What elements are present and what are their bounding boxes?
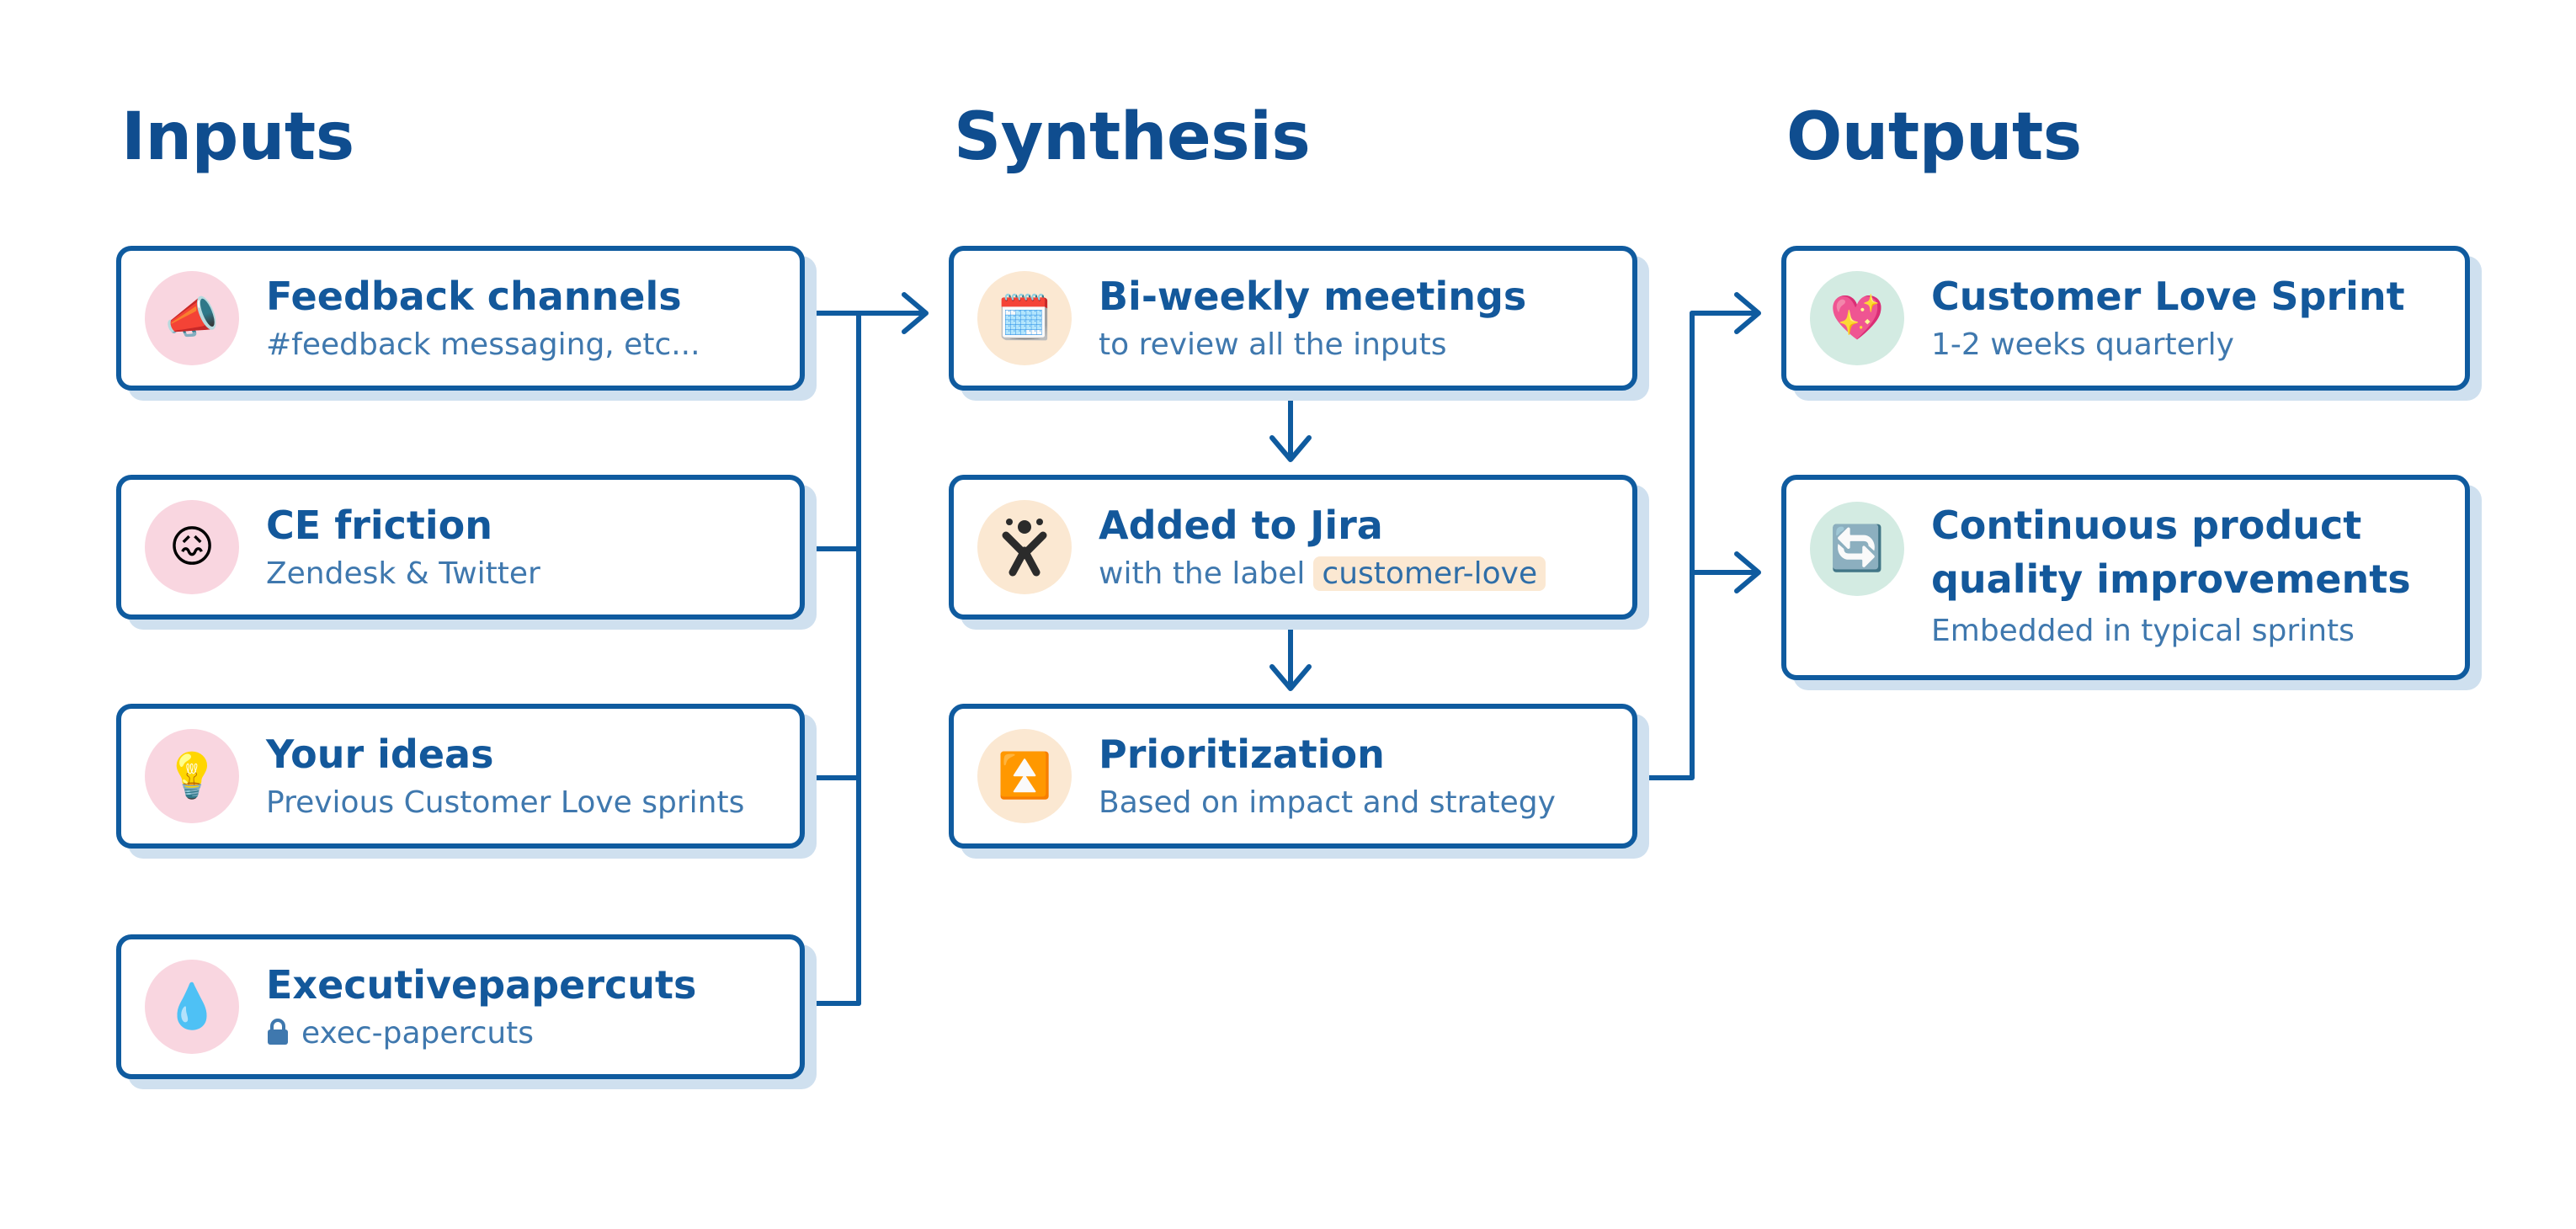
inputs-heading: Inputs (121, 99, 354, 175)
sparkling-heart-icon: 💖 (1810, 271, 1904, 365)
card-subtitle: exec-papercuts (266, 1012, 780, 1056)
connector-prioritization-out (1632, 311, 1695, 780)
card-ce-friction: 😖 CE friction Zendesk & Twitter (116, 475, 805, 620)
arrowhead-jira (1269, 435, 1312, 462)
lightbulb-icon: 💡 (145, 729, 239, 823)
card-bi-weekly-meetings: 🗓️ Bi-weekly meetings to review all the … (949, 246, 1637, 391)
card-subtitle: to review all the inputs (1099, 327, 1447, 362)
arrowhead-bi-weekly (902, 292, 929, 334)
label-prefix: with the label (1099, 556, 1306, 591)
arrowhead-customer-love-sprint (1734, 292, 1761, 334)
card-title: CE friction (266, 503, 493, 548)
spiral-notepad-icon: 🗓️ (977, 271, 1072, 365)
card-title: Customer Love Sprint (1931, 274, 2405, 319)
card-subtitle: Zendesk & Twitter (266, 556, 540, 591)
card-your-ideas: 💡 Your ideas Previous Customer Love spri… (116, 704, 805, 849)
arrowhead-continuous-improvements (1734, 551, 1761, 593)
card-title: Added to Jira (1099, 503, 1383, 548)
card-executive-papercuts: 💧 Executivepapercuts exec-papercuts (116, 934, 805, 1079)
card-subtitle: Embedded in typical sprints (1931, 614, 2355, 648)
jira-label-tag: customer-love (1313, 556, 1546, 591)
jira-figure-glyph (1002, 519, 1047, 577)
card-subtitle: Previous Customer Love sprints (266, 785, 745, 820)
refresh-arrows-icon: 🔄 (1810, 502, 1904, 596)
card-title: Your ideas (266, 732, 494, 777)
card-title: Bi-weekly meetings (1099, 274, 1527, 319)
megaphone-icon: 📣 (145, 271, 239, 365)
double-up-arrow-icon: ⏫ (977, 729, 1072, 823)
outputs-heading: Outputs (1786, 99, 2082, 175)
card-title: Continuous product quality improvements (1931, 503, 2411, 602)
card-subtitle: #feedback messaging, etc... (266, 327, 700, 362)
card-continuous-improvements: 🔄 Continuous product quality improvement… (1781, 475, 2470, 680)
card-customer-love-sprint: 💖 Customer Love Sprint 1-2 weeks quarter… (1781, 246, 2470, 391)
card-title: Executivepapercuts (266, 962, 697, 1008)
card-subtitle: Based on impact and strategy (1099, 785, 1556, 820)
synthesis-heading: Synthesis (954, 99, 1311, 175)
card-title: Feedback channels (266, 274, 682, 319)
channel-name: exec-papercuts (301, 1016, 535, 1051)
card-feedback-channels: 📣 Feedback channels #feedback messaging,… (116, 246, 805, 391)
arrowhead-prioritization (1269, 664, 1312, 691)
card-title: Prioritization (1099, 732, 1385, 777)
jira-logo-icon (977, 500, 1072, 594)
confounded-face-icon: 😖 (145, 500, 239, 594)
lock-icon (268, 1019, 288, 1045)
card-subtitle: 1-2 weeks quarterly (1931, 327, 2234, 362)
card-prioritization: ⏫ Prioritization Based on impact and str… (949, 704, 1637, 849)
droplet-icon: 💧 (145, 960, 239, 1054)
